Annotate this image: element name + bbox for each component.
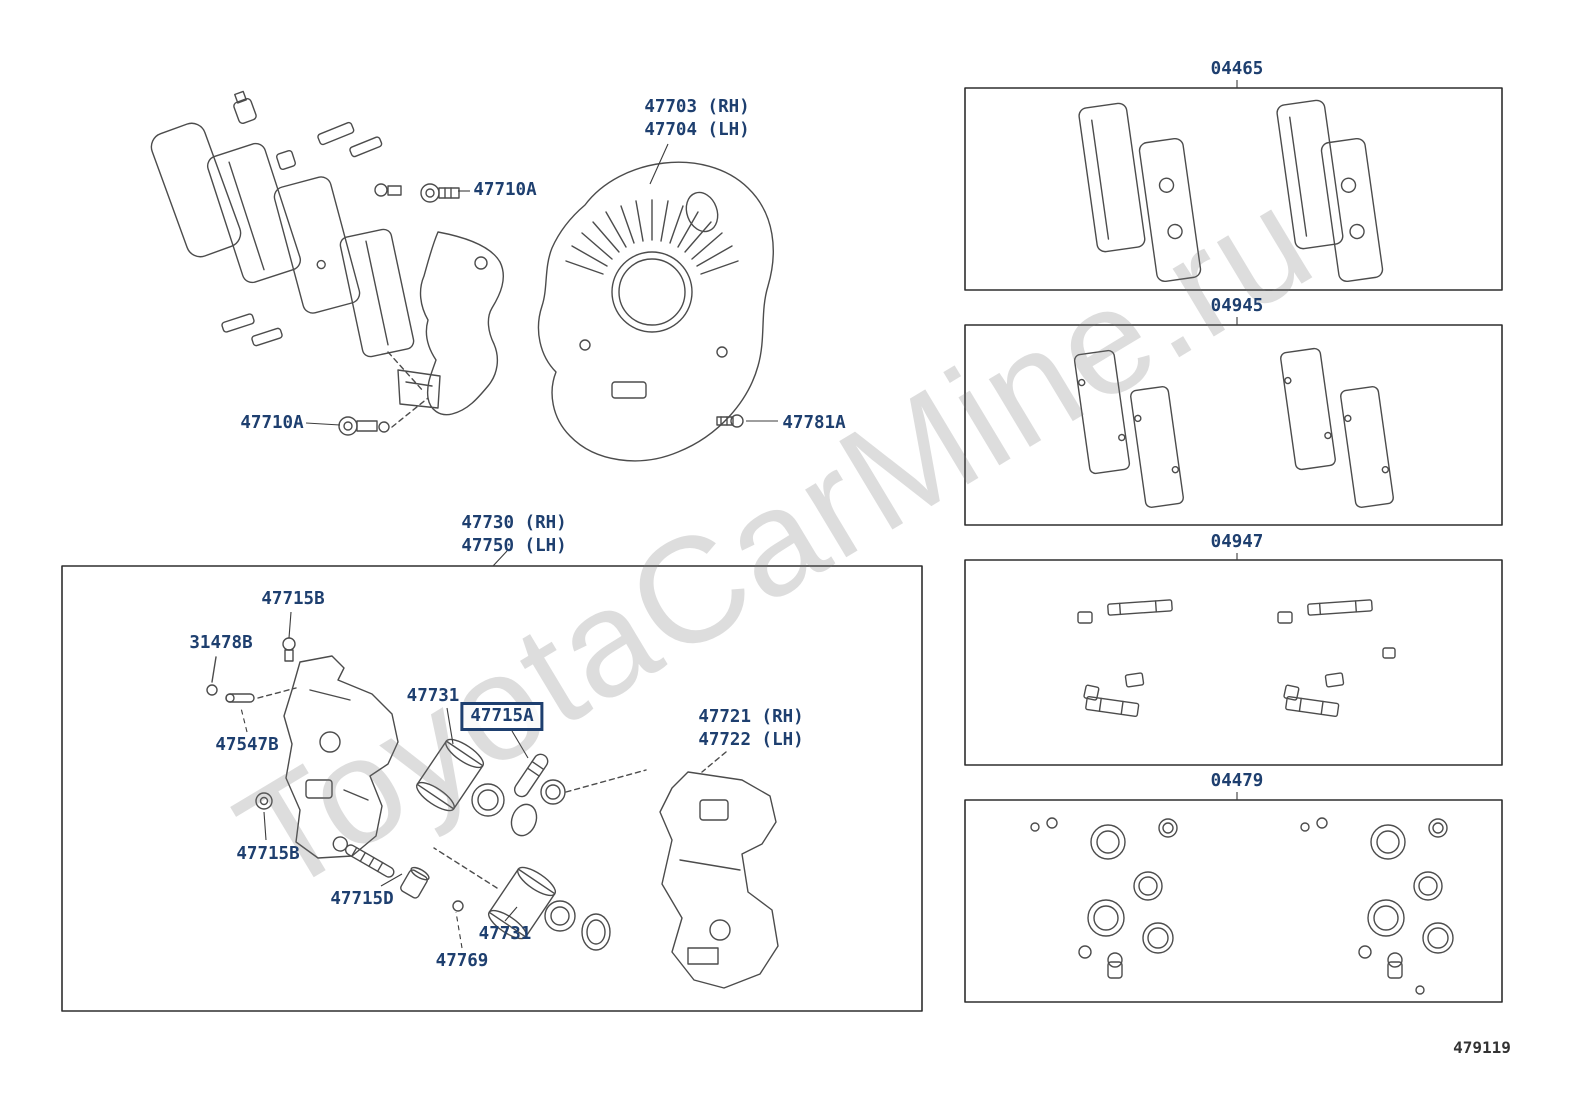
- dust-shield-drawing: [537, 161, 774, 462]
- piston-upper-drawing: [415, 738, 485, 812]
- callout-bleeder-cap[interactable]: 31478B: [189, 633, 253, 653]
- caliper-bracket-drawing: [387, 231, 504, 416]
- callout-bolt-upper[interactable]: 47710A: [473, 180, 537, 200]
- callout-line: 47703 (RH): [644, 97, 750, 117]
- bleeder-screw-drawing: [211, 656, 297, 703]
- callout-slide-bushing[interactable]: 47715D: [330, 889, 394, 909]
- callout-shield-bolt[interactable]: 47781A: [782, 413, 846, 433]
- callout-pin-boot[interactable]: 47769: [435, 951, 489, 971]
- callout-line: 47750 (LH): [461, 536, 567, 556]
- slide-pin-drawing: [513, 753, 549, 798]
- callout-kit-brake-pads[interactable]: 04465: [1210, 59, 1264, 79]
- slide-bushing-drawing: [400, 866, 430, 899]
- callout-bleeder-plug-lower[interactable]: 47715B: [236, 844, 300, 864]
- caliper-assembly-box: [61, 565, 923, 1012]
- shield-bolt-drawing: [716, 414, 744, 428]
- kit-box-04465: [964, 87, 1503, 291]
- kit-box-04947: [964, 559, 1503, 766]
- callout-line: 47704 (LH): [644, 120, 750, 140]
- callout-line: 47722 (LH): [698, 730, 804, 750]
- callout-kit-antisqueal-shims[interactable]: 04945: [1210, 296, 1264, 316]
- bleeder-cap-drawing: [206, 684, 218, 696]
- callout-mounting-bracket[interactable]: 47721 (RH) 47722 (LH): [698, 706, 803, 752]
- kit-box-04479: [964, 799, 1503, 1003]
- callout-caliper-assy[interactable]: 47730 (RH) 47750 (LH): [461, 512, 566, 558]
- callout-line: 47721 (RH): [698, 707, 804, 727]
- callout-dust-shield[interactable]: 47703 (RH) 47704 (LH): [644, 96, 749, 142]
- brake-pad-stack-drawing: [150, 90, 415, 358]
- pin-boot-ball-drawing: [452, 900, 464, 912]
- bolt-upper-drawing: [420, 183, 460, 203]
- callout-bleeder-plug-upper[interactable]: 47715B: [261, 589, 325, 609]
- bleeder-plug-upper-drawing: [282, 637, 296, 662]
- bleeder-plug-lower-drawing: [255, 792, 273, 810]
- mounting-bracket-drawing: [659, 771, 779, 989]
- kit-seals-drawing: [1030, 817, 1454, 995]
- callout-kit-cylinder-seals[interactable]: 04479: [1210, 771, 1264, 791]
- callout-slide-pin-highlighted[interactable]: 47715A: [460, 702, 544, 731]
- kit-pads-drawing: [1078, 99, 1384, 283]
- slide-bolt-drawing: [332, 836, 395, 878]
- kit-shims-drawing: [1073, 347, 1394, 508]
- seal-ring-drawing: [471, 783, 505, 817]
- leader-lines: [240, 80, 1238, 949]
- callout-kit-pad-fittings[interactable]: 04947: [1210, 532, 1264, 552]
- piston-lower-drawing: [487, 866, 557, 940]
- callout-bolt-lower[interactable]: 47710A: [240, 413, 304, 433]
- caliper-body-drawing: [283, 655, 399, 859]
- callout-bleeder-screw[interactable]: 47547B: [215, 735, 279, 755]
- kit-fittings-drawing: [1077, 599, 1396, 718]
- kit-box-04945: [964, 324, 1503, 526]
- callout-line: 47730 (RH): [461, 513, 567, 533]
- callout-piston-upper[interactable]: 47731: [406, 686, 460, 706]
- bolt-lower-drawing: [338, 397, 429, 436]
- drawing-number: 479119: [1453, 1038, 1511, 1057]
- callout-piston-lower[interactable]: 47731: [478, 924, 532, 944]
